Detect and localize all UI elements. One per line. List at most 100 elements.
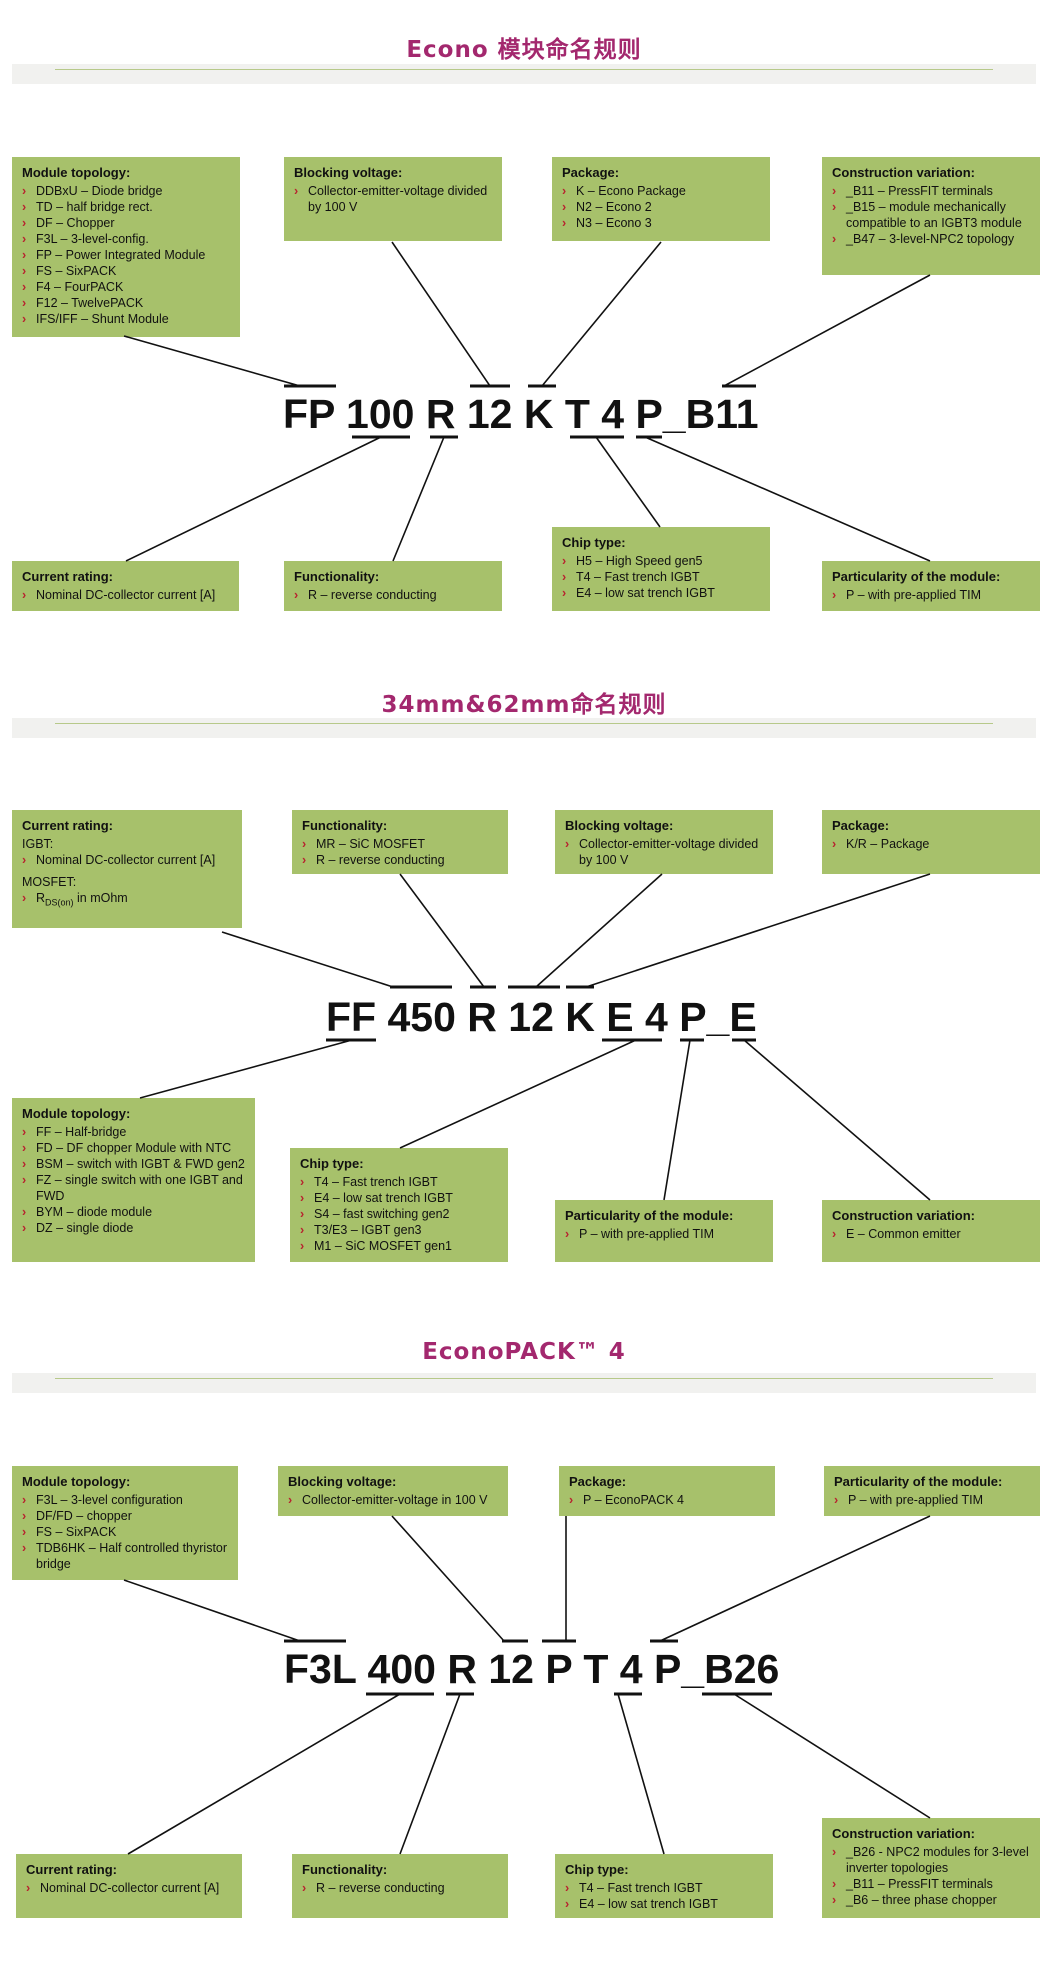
- box-package: Package: ›K/R – Package: [822, 810, 1040, 874]
- connector-line: [127, 1693, 401, 1855]
- list-item: ›T3/E3 – IGBT gen3: [300, 1223, 422, 1237]
- box-module-topology: Module topology: ›FF – Half-bridge ›FD –…: [12, 1098, 255, 1262]
- list-item: ›TDB6HK – Half controlled thyristor brid…: [22, 1541, 228, 1571]
- list-item: ›IFS/IFF – Shunt Module: [22, 312, 169, 326]
- list-item: ›FS – SixPACK: [22, 264, 117, 278]
- bullet-chevron-icon: ›: [22, 891, 27, 905]
- bullet-chevron-icon: ›: [22, 312, 27, 326]
- bullet-chevron-icon: ›: [832, 1893, 837, 1907]
- box-construction-variation: Construction variation: ›_B26 - NPC2 mod…: [822, 1818, 1040, 1918]
- section-title-econo: Econo 模块命名规则: [406, 37, 642, 63]
- bullet-chevron-icon: ›: [22, 1173, 27, 1187]
- list-item: ›_B47 – 3-level-NPC2 topology: [832, 232, 1015, 246]
- list-item: ›N2 – Econo 2: [562, 200, 652, 214]
- connector-line: [644, 436, 931, 562]
- list-item: ›BSM – switch with IGBT & FWD gen2: [22, 1157, 245, 1171]
- part-number-code: F3L 400 R 12 P T 4 P_B26: [284, 1646, 780, 1692]
- bullet-chevron-icon: ›: [832, 1877, 837, 1891]
- list-item: ›E4 – low sat trench IGBT: [565, 1897, 718, 1911]
- list-item: ›_B6 – three phase chopper: [832, 1893, 997, 1907]
- bullet-chevron-icon: ›: [565, 837, 570, 851]
- list-item: ›Nominal DC-collector current [A]: [22, 853, 216, 867]
- list-item: ›Nominal DC-collector current [A]: [22, 588, 216, 602]
- list-item: ›MR – SiC MOSFET: [302, 837, 426, 851]
- list-item: ›DF/FD – chopper: [22, 1509, 132, 1523]
- box-title: Chip type:: [562, 535, 626, 550]
- bullet-chevron-icon: ›: [22, 248, 27, 262]
- list-item: ›P – with pre-applied TIM: [565, 1227, 715, 1241]
- list-item: ›P – with pre-applied TIM: [832, 588, 982, 602]
- bullet-chevron-icon: ›: [300, 1239, 305, 1253]
- box-title: Module topology:: [22, 165, 131, 180]
- bullet-chevron-icon: ›: [302, 837, 307, 851]
- box-title: Functionality:: [302, 818, 388, 833]
- box-blocking-voltage: Blocking voltage: ›Collector-emitter-vol…: [555, 810, 773, 874]
- box-title: Particularity of the module:: [834, 1474, 1003, 1489]
- bullet-chevron-icon: ›: [565, 1897, 570, 1911]
- bullet-chevron-icon: ›: [22, 853, 27, 867]
- connector-line: [392, 436, 445, 562]
- connector-line: [399, 1693, 461, 1855]
- list-item: ›M1 – SiC MOSFET gen1: [300, 1239, 453, 1253]
- bullet-chevron-icon: ›: [22, 1157, 27, 1171]
- connector-line: [125, 436, 382, 562]
- connector-line: [535, 873, 663, 988]
- list-item: ›Nominal DC-collector current [A]: [26, 1881, 220, 1895]
- list-item: ›R – reverse conducting: [302, 853, 445, 867]
- list-item: ›BYM – diode module: [22, 1205, 153, 1219]
- box-blocking-voltage: Blocking voltage: ›Collector-emitter-vol…: [284, 157, 502, 241]
- list-item: ›RDS(on) in mOhm: [22, 891, 128, 908]
- title-rule: [55, 1378, 993, 1379]
- bullet-chevron-icon: ›: [832, 1845, 837, 1859]
- list-item: ›F3L – 3-level-config.: [22, 232, 149, 246]
- list-item: ›F12 – TwelvePACK: [22, 296, 144, 310]
- box-construction-variation: Construction variation: ›E – Common emit…: [822, 1200, 1040, 1262]
- box-title: Chip type:: [565, 1862, 629, 1877]
- connector-line: [123, 1579, 301, 1642]
- list-item: ›T4 – Fast trench IGBT: [300, 1175, 438, 1189]
- box-title: Particularity of the module:: [832, 569, 1001, 584]
- box-particularity: Particularity of the module: ›P – with p…: [555, 1200, 773, 1262]
- list-item: ›FF – Half-bridge: [22, 1125, 127, 1139]
- connector-line: [399, 873, 485, 988]
- list-item: ›P – EconoPACK 4: [569, 1493, 684, 1507]
- bullet-chevron-icon: ›: [22, 280, 27, 294]
- title-rule: [55, 723, 993, 724]
- connector-line: [723, 274, 931, 387]
- bullet-chevron-icon: ›: [832, 184, 837, 198]
- box-title: Functionality:: [294, 569, 380, 584]
- bullet-chevron-icon: ›: [22, 1541, 27, 1555]
- box-title: Current rating:: [22, 569, 113, 584]
- bullet-chevron-icon: ›: [562, 184, 567, 198]
- connector-line: [663, 1039, 691, 1201]
- list-item: ›_B26 - NPC2 modules for 3-level inverte…: [832, 1845, 1029, 1875]
- bullet-chevron-icon: ›: [562, 216, 567, 230]
- bullet-chevron-icon: ›: [22, 232, 27, 246]
- bullet-chevron-icon: ›: [22, 1125, 27, 1139]
- box-chip-type: Chip type: ›H5 – High Speed gen5 ›T4 – F…: [552, 527, 770, 611]
- connector-line: [541, 241, 662, 387]
- box-title: Blocking voltage:: [565, 818, 674, 833]
- box-title: Module topology:: [22, 1474, 131, 1489]
- box-title: Chip type:: [300, 1156, 364, 1171]
- box-title: Construction variation:: [832, 1208, 976, 1223]
- list-item: ›_B11 – PressFIT terminals: [832, 1877, 993, 1891]
- list-item: ›_B15 – module mechanically compatible t…: [832, 200, 1022, 230]
- connector-line: [659, 1515, 931, 1642]
- list-item: ›E – Common emitter: [832, 1227, 961, 1241]
- list-item: ›Collector-emitter-voltage divided by 10…: [565, 837, 759, 867]
- box-title: Particularity of the module:: [565, 1208, 734, 1223]
- bullet-chevron-icon: ›: [22, 1525, 27, 1539]
- bullet-chevron-icon: ›: [834, 1493, 839, 1507]
- list-item: ›FS – SixPACK: [22, 1525, 117, 1539]
- bullet-chevron-icon: ›: [22, 184, 27, 198]
- connector-line: [139, 1039, 353, 1099]
- box-title: Blocking voltage:: [294, 165, 403, 180]
- box-chip-type: Chip type: ›T4 – Fast trench IGBT ›E4 – …: [555, 1854, 773, 1918]
- bullet-chevron-icon: ›: [562, 570, 567, 584]
- connector-line: [399, 1039, 637, 1149]
- bullet-chevron-icon: ›: [832, 588, 837, 602]
- title-band: [12, 1373, 1036, 1393]
- connector-line: [595, 436, 661, 528]
